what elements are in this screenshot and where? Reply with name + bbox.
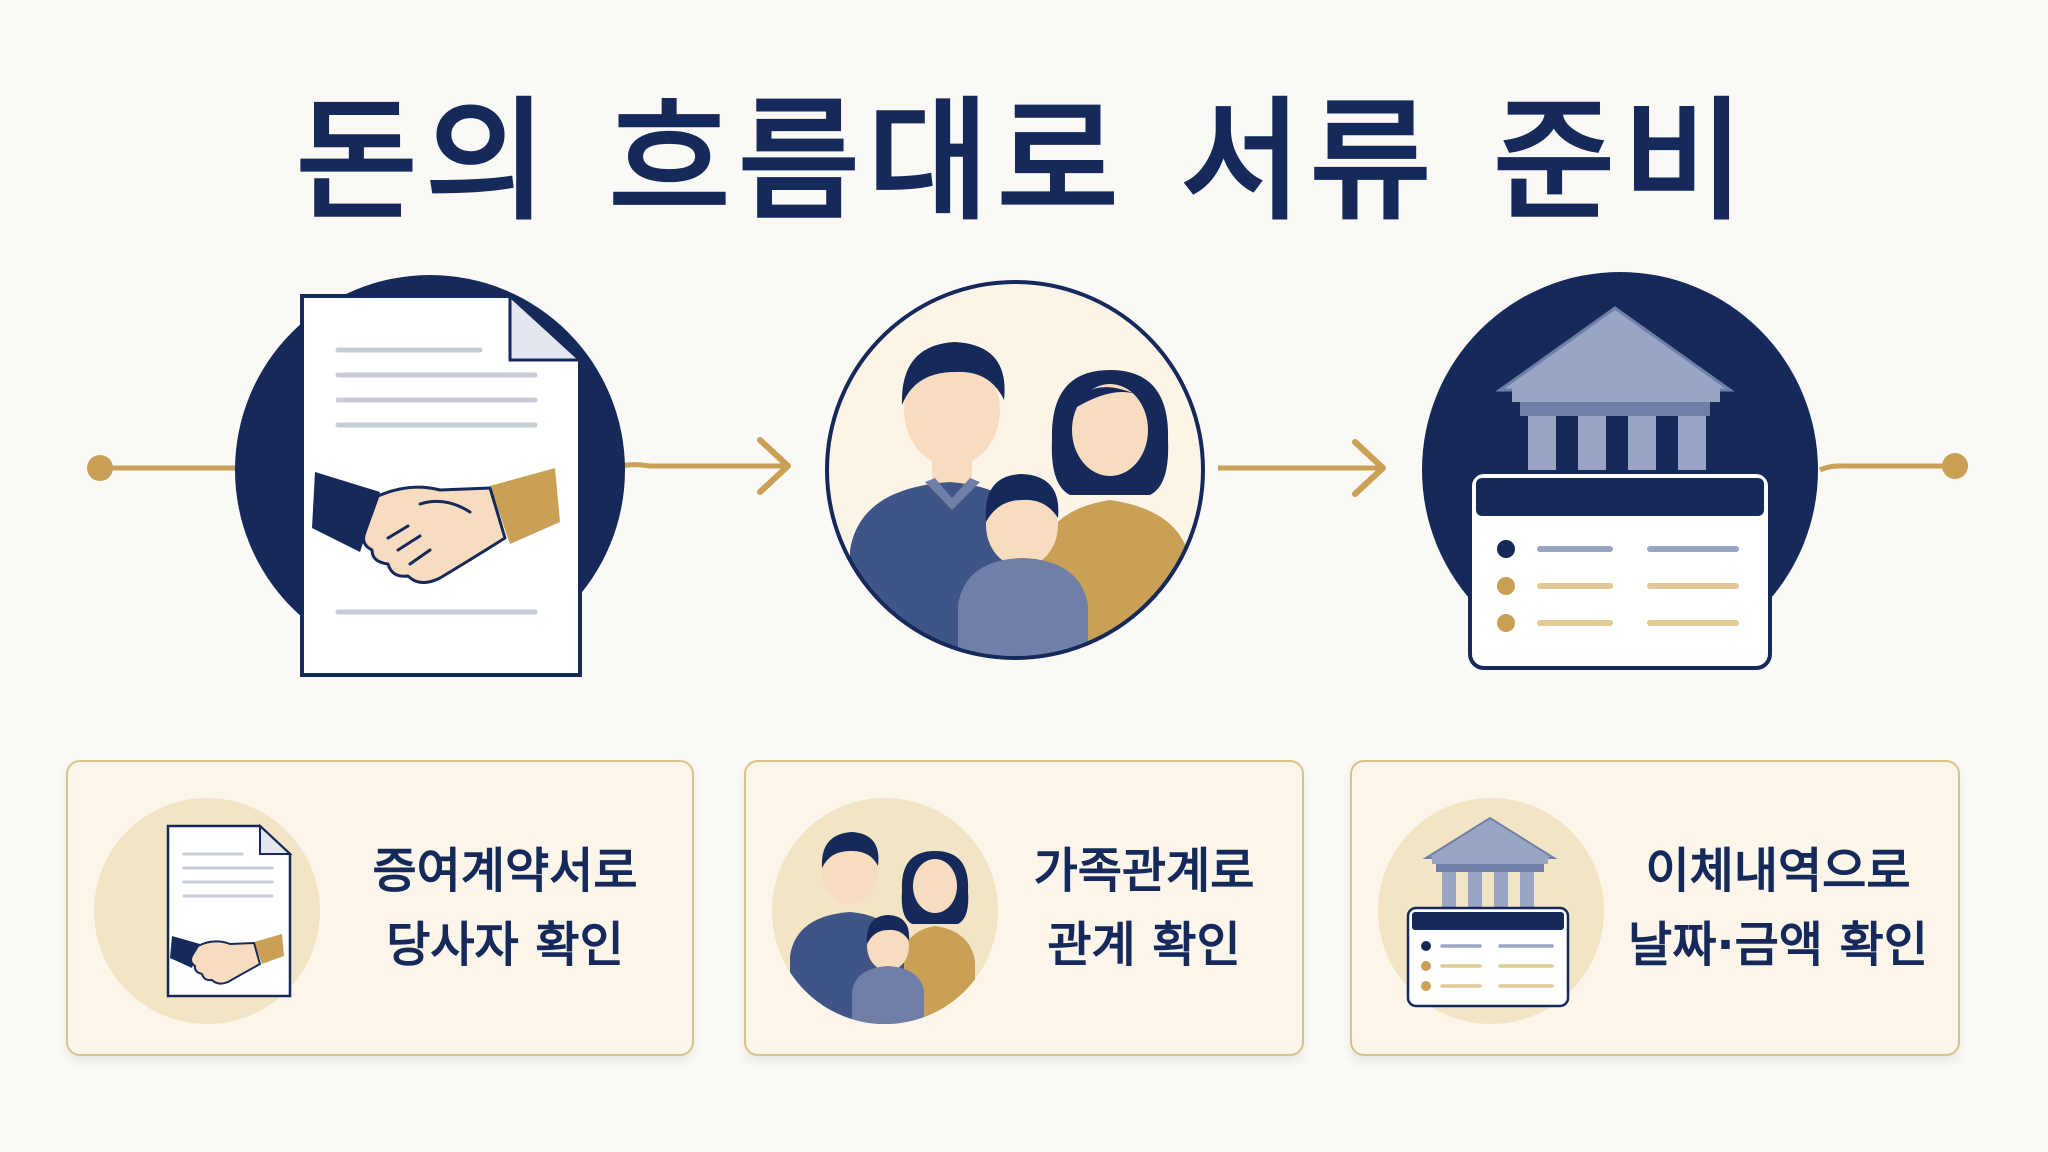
step-card-text: 증여계약서로 당사자 확인 xyxy=(338,762,672,1054)
step-card-line: 증여계약서로 xyxy=(372,843,638,899)
step-card-family: 가족관계로 관계 확인 xyxy=(744,760,1304,1056)
bank-statement-icon xyxy=(1422,272,1818,670)
contract-handshake-icon xyxy=(94,798,320,1024)
step-card-transfer: 이체내역으로 날짜·금액 확인 xyxy=(1350,760,1960,1056)
flow-arrow-2 xyxy=(1218,439,1386,497)
family-icon xyxy=(825,280,1205,660)
step-card-text: 가족관계로 관계 확인 xyxy=(1006,762,1282,1054)
step-card-contract: 증여계약서로 당사자 확인 xyxy=(66,760,694,1056)
step-card-text: 이체내역으로 날짜·금액 확인 xyxy=(1614,762,1942,1054)
step-card-line: 이체내역으로 xyxy=(1645,843,1911,899)
flow-end-connector xyxy=(1818,453,1968,479)
family-icon xyxy=(772,798,998,1024)
flow-arrow-1 xyxy=(608,437,791,495)
contract-handshake-icon xyxy=(235,275,625,677)
step-card-line: 날짜·금액 확인 xyxy=(1628,917,1928,973)
bank-statement-icon xyxy=(1378,798,1604,1024)
step-card-line: 당사자 확인 xyxy=(386,917,624,973)
flow-diagram xyxy=(87,272,1968,677)
step-card-line: 관계 확인 xyxy=(1047,917,1241,973)
step-card-line: 가족관계로 xyxy=(1033,843,1255,899)
flow-start-connector xyxy=(87,455,245,481)
page-title: 돈의 흐름대로 서류 준비 xyxy=(295,84,1753,239)
